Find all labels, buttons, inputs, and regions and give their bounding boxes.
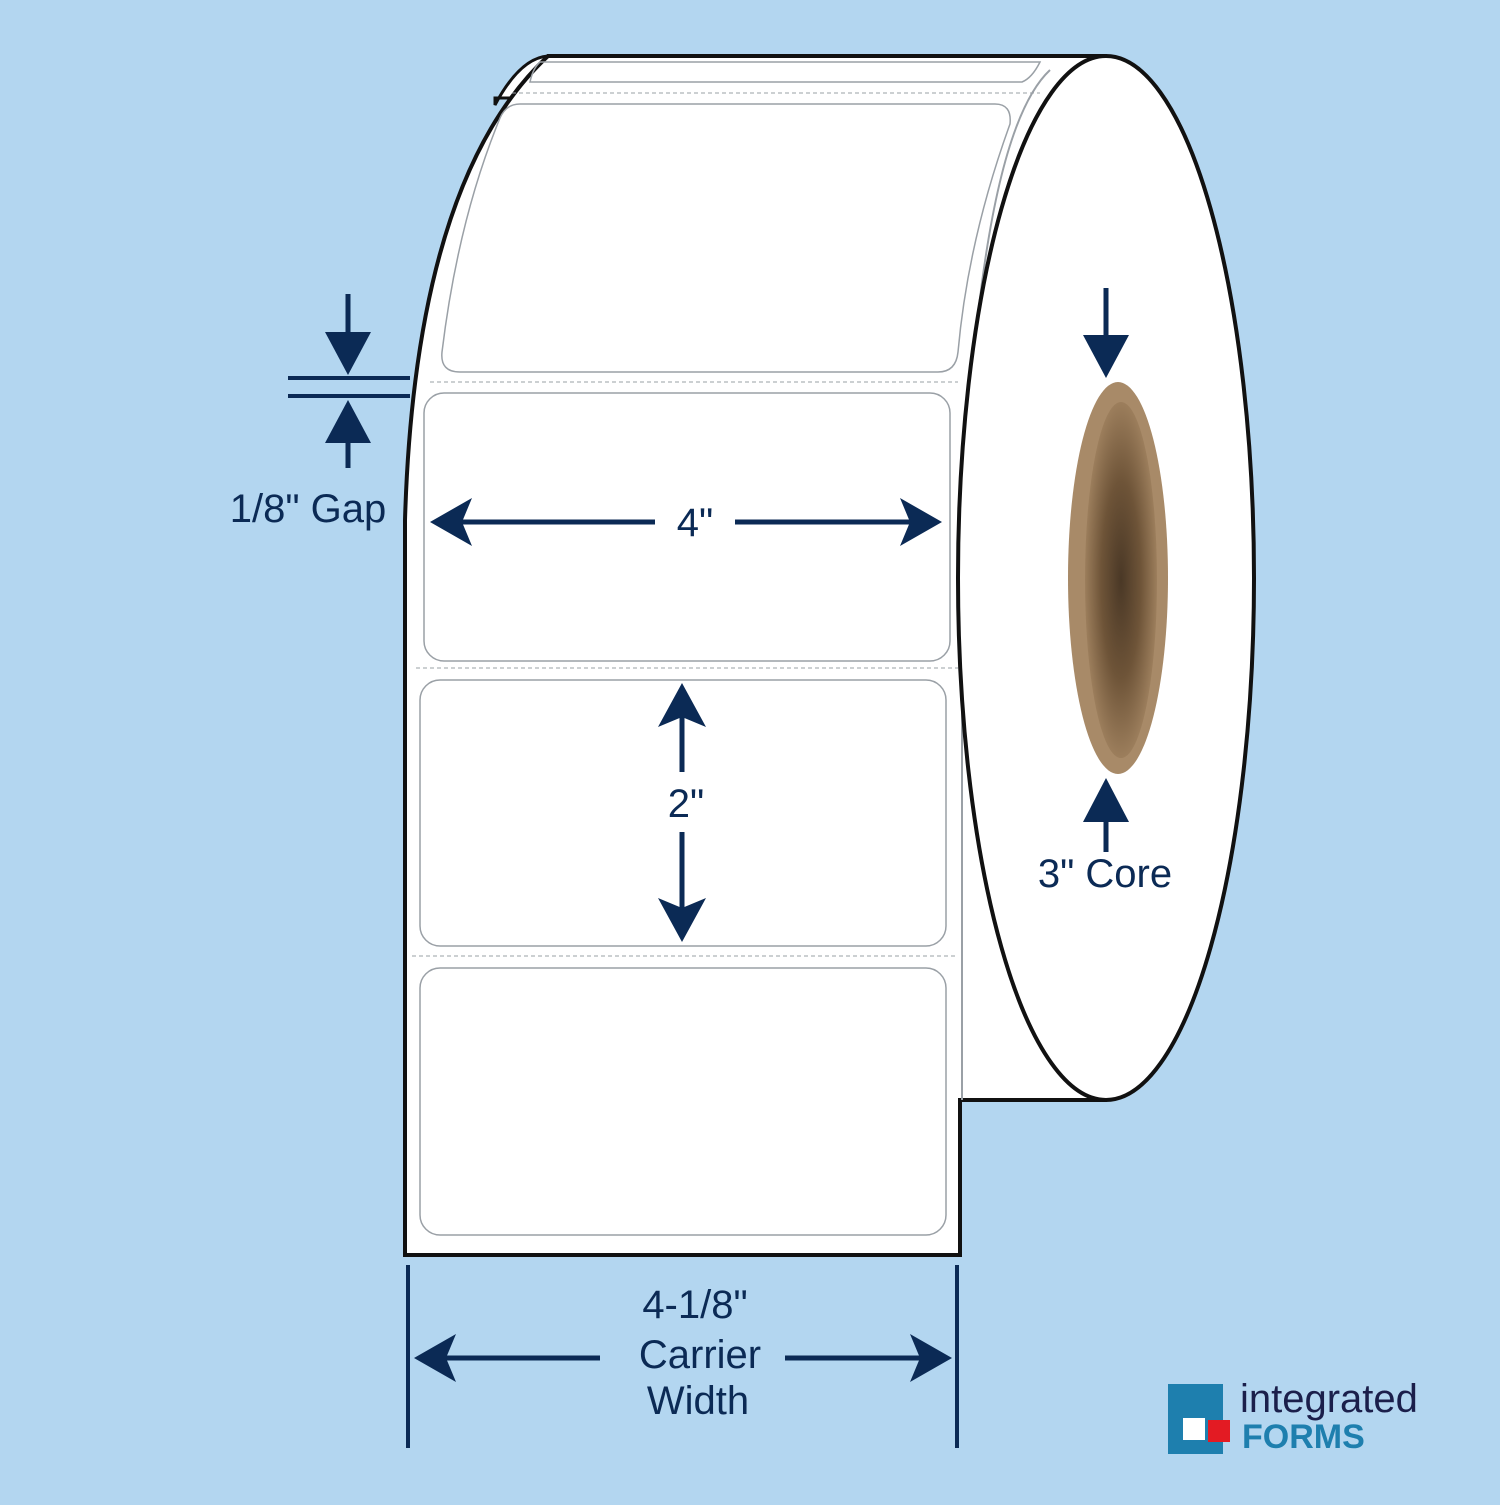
carrier-width-dimension [406, 1265, 959, 1448]
arrow-up-icon [325, 400, 371, 443]
label-width-dimension [430, 498, 942, 546]
carrier-line3: Width [647, 1379, 749, 1423]
gap-label: 1/8" Gap [230, 487, 387, 531]
arrow-down-icon [1083, 335, 1129, 378]
label-height-text: 2" [668, 782, 704, 826]
carrier-line2: Carrier [639, 1333, 761, 1377]
arrow-down-icon [325, 332, 371, 375]
carrier-line1: 4-1/8" [642, 1283, 747, 1327]
label-2 [423, 392, 951, 662]
arrow-up-icon [1083, 778, 1129, 822]
arrow-left-icon [414, 1334, 456, 1382]
core-label: 3" Core [1038, 852, 1172, 896]
company-logo: integrated FORMS [1168, 1377, 1418, 1456]
label-height-dimension [658, 683, 706, 942]
label-width-text: 4" [677, 501, 713, 545]
arrow-down-icon [658, 898, 706, 942]
core-dimension [1083, 288, 1129, 852]
label-4 [419, 967, 947, 1236]
arrow-up-icon [658, 683, 706, 727]
core-inner [1085, 402, 1157, 758]
square-logo-icon [1168, 1384, 1230, 1454]
logo-line2: FORMS [1242, 1418, 1365, 1456]
label-3 [419, 679, 947, 947]
logo-line1: integrated [1240, 1377, 1418, 1421]
arrow-left-icon [430, 498, 472, 546]
arrow-right-icon [900, 498, 942, 546]
gap-dimension [288, 294, 410, 468]
label-1 [441, 103, 1011, 373]
arrow-right-icon [910, 1334, 952, 1382]
label-top-partial [529, 61, 1042, 83]
